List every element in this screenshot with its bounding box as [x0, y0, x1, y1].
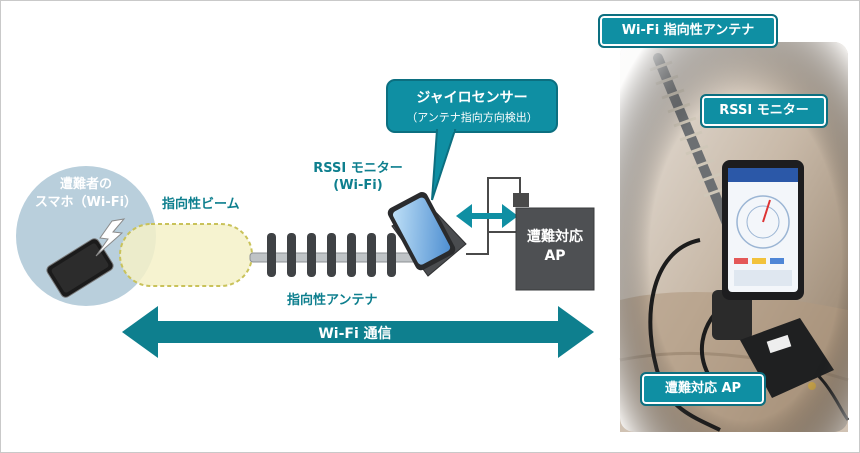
photo-rssi-callout: RSSI モニター [700, 94, 828, 128]
victim-phone-label: 遭難者の スマホ（Wi-Fi） [34, 177, 138, 210]
rssi-monitor-label: RSSI モニター (Wi-Fi) [313, 161, 403, 193]
directional-beam [119, 223, 253, 287]
cable-lines [466, 177, 529, 255]
wifi-comm-arrow [122, 306, 594, 358]
beam-label: 指向性ビーム [162, 197, 240, 212]
link-arrow [456, 204, 518, 228]
photo-panel [619, 42, 850, 432]
gyro-title: ジャイロセンサー [416, 90, 528, 106]
antenna-icon [249, 233, 421, 277]
signal-bolt-icon [95, 218, 126, 257]
gyro-callout [386, 79, 558, 201]
rssi-phone-icon [387, 192, 467, 277]
ap-box-label: 遭難対応 AP [527, 229, 583, 264]
photo-ap-callout: 遭難対応 AP [640, 372, 766, 406]
wifi-comm-label: Wi-Fi 通信 [318, 326, 392, 342]
gyro-subtitle: （アンテナ指向方向検出） [406, 111, 538, 124]
antenna-label: 指向性アンテナ [287, 293, 378, 308]
photo-antenna-callout: Wi-Fi 指向性アンテナ [598, 14, 778, 48]
victim-phone-icon [46, 238, 114, 298]
ap-box [515, 207, 595, 291]
